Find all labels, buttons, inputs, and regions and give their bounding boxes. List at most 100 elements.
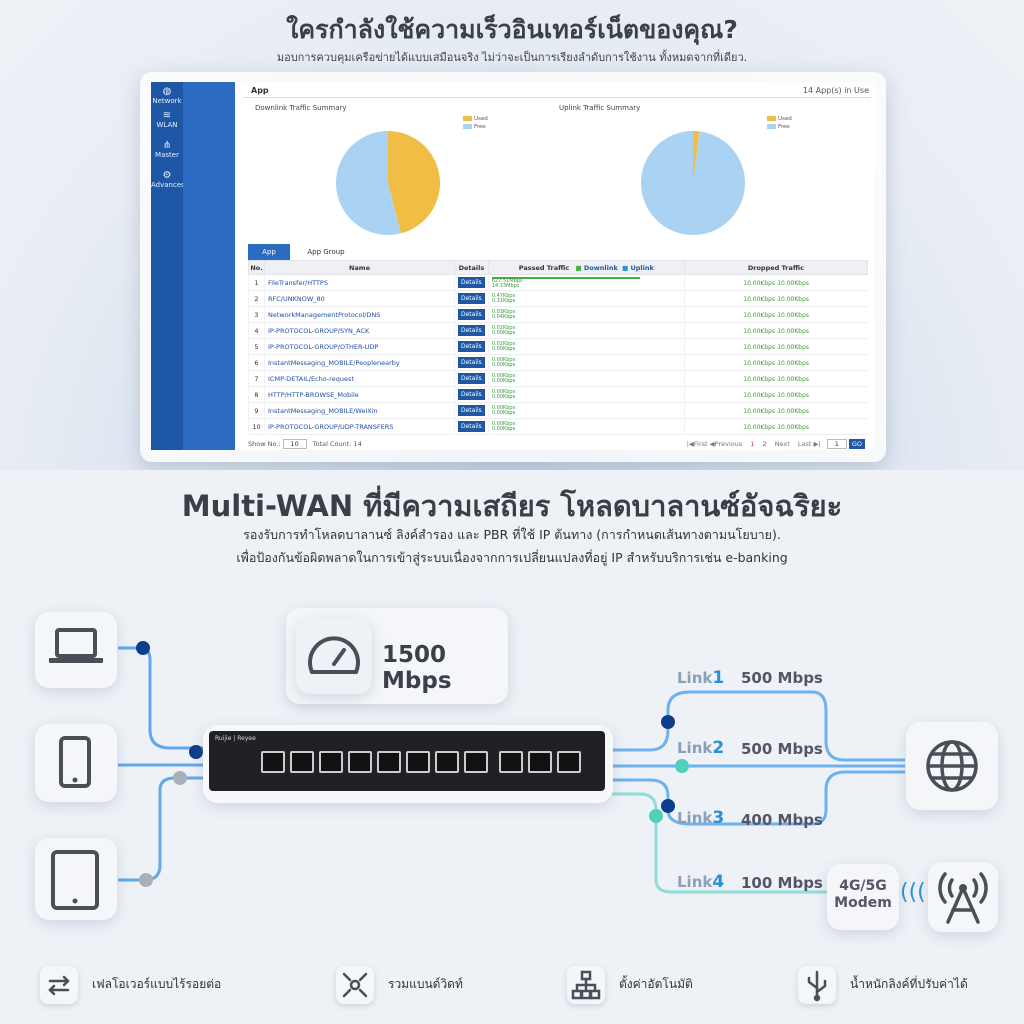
details-button[interactable]: Details [458,389,485,400]
row-name[interactable]: InstantMessaging_MOBILE/Peoplenearby [264,354,455,371]
row-up: 0.00Kbps [491,377,516,384]
row-up: 0.31Kbps [491,297,516,304]
feature-bandwidth: รวมแบนด์วิดท์ [388,977,463,991]
row-drop-down: 10.00Kbps [743,295,776,303]
row-no: 6 [248,354,265,371]
link2-label: Link2 [677,738,725,758]
table-footer: Show No.: 10 Total Count: 14 [248,439,868,449]
ethernet-port [377,751,401,773]
downlink-pie [336,131,441,235]
row-name[interactable]: HTTP/HTTP-BROWSE_Mobile [264,386,455,403]
row-up: 14.33Mbps [491,282,520,289]
page-2[interactable]: 2 [762,440,767,448]
first-link[interactable]: |◀First [686,440,708,448]
modem-card: 4G/5G Modem [827,864,899,930]
ethernet-port [261,751,285,773]
ethernet-port [406,751,430,773]
details-button[interactable]: Details [458,293,485,304]
sidebar-item-wlan[interactable]: ≋ WLAN [151,110,183,129]
row-name[interactable]: InstantMessaging_MOBILE/WeiXin [264,402,455,419]
row-no: 9 [248,402,265,419]
auto-config-icon [567,966,605,1004]
details-button[interactable]: Details [458,309,485,320]
row-no: 1 [248,274,265,291]
row-down: 0.00Kbps [491,372,516,379]
row-name[interactable]: ICMP-DETAIL/Echo-request [264,370,455,387]
row-up: 0.04Kbps [491,313,516,320]
sub-sidebar [183,82,235,450]
col-passed: Passed Traffic ■ Downlink ■ Uplink [487,260,685,275]
row-name[interactable]: FileTransfer/HTTPS [264,274,455,291]
link1-line [610,690,905,762]
pie-slice-used [693,131,700,183]
downlink-title: Downlink Traffic Summary [255,104,347,112]
details-button[interactable]: Details [458,341,485,352]
tablet-icon [51,850,99,910]
last-link[interactable]: Last ▶| [797,440,821,448]
details-button[interactable]: Details [458,405,485,416]
wifi-icon: ≋ [162,110,172,121]
tab-app[interactable]: App [248,244,290,260]
page-subtitle: มอบการควบคุมเครือข่ายได้แบบเสมือนจริง ไม… [276,51,748,64]
next-link[interactable]: Next [774,440,790,448]
sidebar-item-label: Network [152,97,182,105]
row-name[interactable]: IP-PROTOCOL-GROUP/SYN_ACK [264,322,455,339]
free-swatch [463,124,472,129]
show-select[interactable]: 10 [282,439,307,449]
page-input[interactable]: 1 [826,439,847,449]
row-name[interactable]: IP-PROTOCOL-GROUP/UDP-TRANSFERS [264,418,455,435]
app-screen: ◍ Network ≋ WLAN ⋔ Master ⚙ Advanced App… [151,82,875,450]
sidebar-item-network[interactable]: ◍ Network [151,86,183,105]
row-drop-down: 10.00Kbps [743,311,776,319]
signal-waves-icon: ((( [900,880,926,905]
pie-slice-free [336,131,401,235]
downlink-legend-label: Downlink [583,263,618,272]
previous-link[interactable]: ◀Previous [709,440,743,448]
app-content: App 14 App(s) in Use Downlink Traffic Su… [243,82,871,450]
row-name[interactable]: IP-PROTOCOL-GROUP/OTHER-UDP [264,338,455,355]
speed-label: 1500 Mbps [382,642,452,694]
legend-used: Used [474,116,488,122]
feature-auto-config: ตั้งค่าอัตโนมัติ [619,977,693,991]
go-button[interactable]: GO [848,439,865,449]
row-name[interactable]: NetworkManagementProtocol/DNS [264,306,455,323]
row-no: 5 [248,338,265,355]
col-name: Name [264,260,455,275]
top-section: ใครกำลังใช้ความเร็วอินเทอร์เน็ตของคุณ? ม… [0,0,1024,470]
legend-free: Free [474,124,486,130]
ethernet-port [528,751,552,773]
sidebar-item-advanced[interactable]: ⚙ Advanced [151,170,186,189]
cell-tower-icon [938,872,988,924]
sidebar-item-master[interactable]: ⋔ Master [151,140,183,159]
passed-label: Passed Traffic [518,263,570,272]
row-drop-down: 10.00Kbps [743,391,776,399]
row-name[interactable]: RFC/UNKNOW_80 [264,290,455,307]
details-button[interactable]: Details [458,277,485,288]
tab-app-group[interactable]: App Group [307,248,345,256]
details-button[interactable]: Details [458,421,485,432]
pie-slice-free [641,131,745,235]
ethernet-port [435,751,459,773]
speedometer-tile [296,618,372,694]
col-details: Details [454,260,489,275]
page-1[interactable]: 1 [750,440,755,448]
downlink-swatch: ■ [575,263,582,272]
details-button[interactable]: Details [458,373,485,384]
details-button[interactable]: Details [458,357,485,368]
link4-line [610,792,830,894]
col-no: No. [248,260,265,275]
row-down: 0.00Kbps [491,388,516,395]
used-swatch [463,116,472,121]
usb-weight-icon [798,966,836,1004]
free-swatch [767,124,776,129]
port-dot [136,641,150,655]
app-header: App 14 App(s) in Use [243,84,871,98]
details-button[interactable]: Details [458,325,485,336]
router-brand: Ruijie | Reyee [215,735,256,742]
